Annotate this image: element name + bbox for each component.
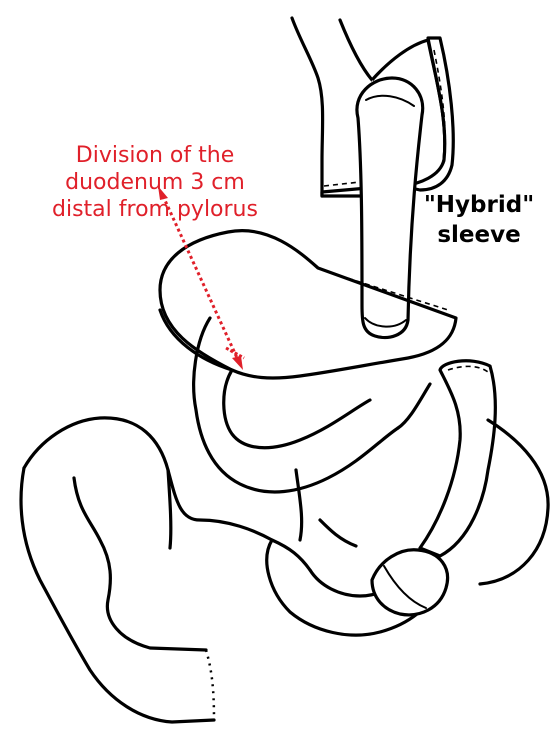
annotation-line-2: duodenum 3 cm bbox=[30, 169, 280, 196]
division-annotation: Division of the duodenum 3 cm distal fro… bbox=[30, 142, 280, 223]
label-line-1: "Hybrid" bbox=[405, 190, 553, 220]
hybrid-sleeve-label: "Hybrid" sleeve bbox=[405, 190, 553, 250]
label-line-2: sleeve bbox=[405, 220, 553, 250]
annotation-line-3: distal from pylorus bbox=[30, 196, 280, 223]
small-bowel bbox=[21, 418, 448, 722]
alimentary-limb bbox=[420, 361, 548, 584]
annotation-line-1: Division of the bbox=[30, 142, 280, 169]
